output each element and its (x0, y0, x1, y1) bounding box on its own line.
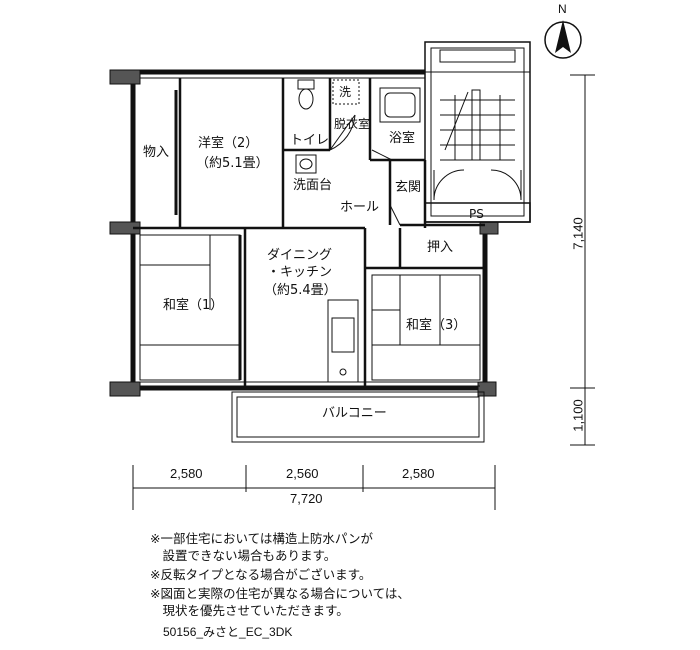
room-label-dk-line1: ダイニング (267, 248, 333, 263)
room-label-storage-2: 押入 (427, 240, 454, 255)
room-label-balcony: バルコニー (322, 406, 387, 421)
room-label-western-room: 洋室（2） (198, 136, 259, 151)
room-label-bath: 浴室 (389, 131, 416, 146)
room-label-japanese-room-1: 和室（1） (163, 298, 224, 313)
room-label-dressing: 脱衣室 (334, 117, 371, 131)
north-label: N (558, 2, 567, 16)
outer-walls (109, 69, 499, 397)
note-line-4: ※図面と実際の住宅が異なる場合については、 (150, 586, 410, 601)
dimension-label-vertical-balcony: 1,100 (570, 399, 586, 432)
note-line-2: 設置できない場合もあります。 (150, 548, 337, 563)
room-label-dk-line2: ・キッチン (267, 265, 333, 280)
room-label-hall: ホール (340, 200, 380, 215)
tatami-mats (139, 234, 481, 381)
room-label-toilet: トイレ (290, 133, 330, 148)
room-label-storage: 物入 (143, 145, 170, 160)
dimension-lines-horizontal (132, 465, 496, 510)
room-label-japanese-room-3: 和室（3） (406, 318, 467, 333)
room-label-ps: PS (469, 207, 484, 221)
balcony (150, 385, 485, 443)
room-label-western-room-size: （約5.1畳） (196, 156, 269, 171)
interior-walls (133, 78, 485, 388)
note-line-3: ※反転タイプとなる場合がございます。 (150, 567, 372, 582)
room-label-entrance: 玄関 (395, 180, 422, 195)
plan-code: 50156_みさと_EC_3DK (163, 625, 293, 639)
staircase (424, 41, 531, 223)
room-label-dk-size: （約5.4畳） (264, 283, 337, 298)
north-arrow-icon (544, 20, 582, 59)
room-label-washer: 洗 (339, 85, 352, 99)
note-line-1: ※一部住宅においては構造上防水パンが (150, 531, 373, 546)
dimension-label-3: 2,580 (402, 466, 435, 481)
note-line-5: 現状を優先させていただきます。 (150, 603, 349, 618)
fixtures (174, 79, 421, 383)
dimension-label-1: 2,580 (170, 466, 203, 481)
dimension-label-total: 7,720 (290, 491, 323, 506)
dimension-label-vertical-main: 7,140 (570, 217, 586, 250)
room-label-washbasin: 洗面台 (293, 178, 333, 193)
dimension-label-2: 2,560 (286, 466, 319, 481)
dimension-lines-vertical (570, 74, 595, 446)
